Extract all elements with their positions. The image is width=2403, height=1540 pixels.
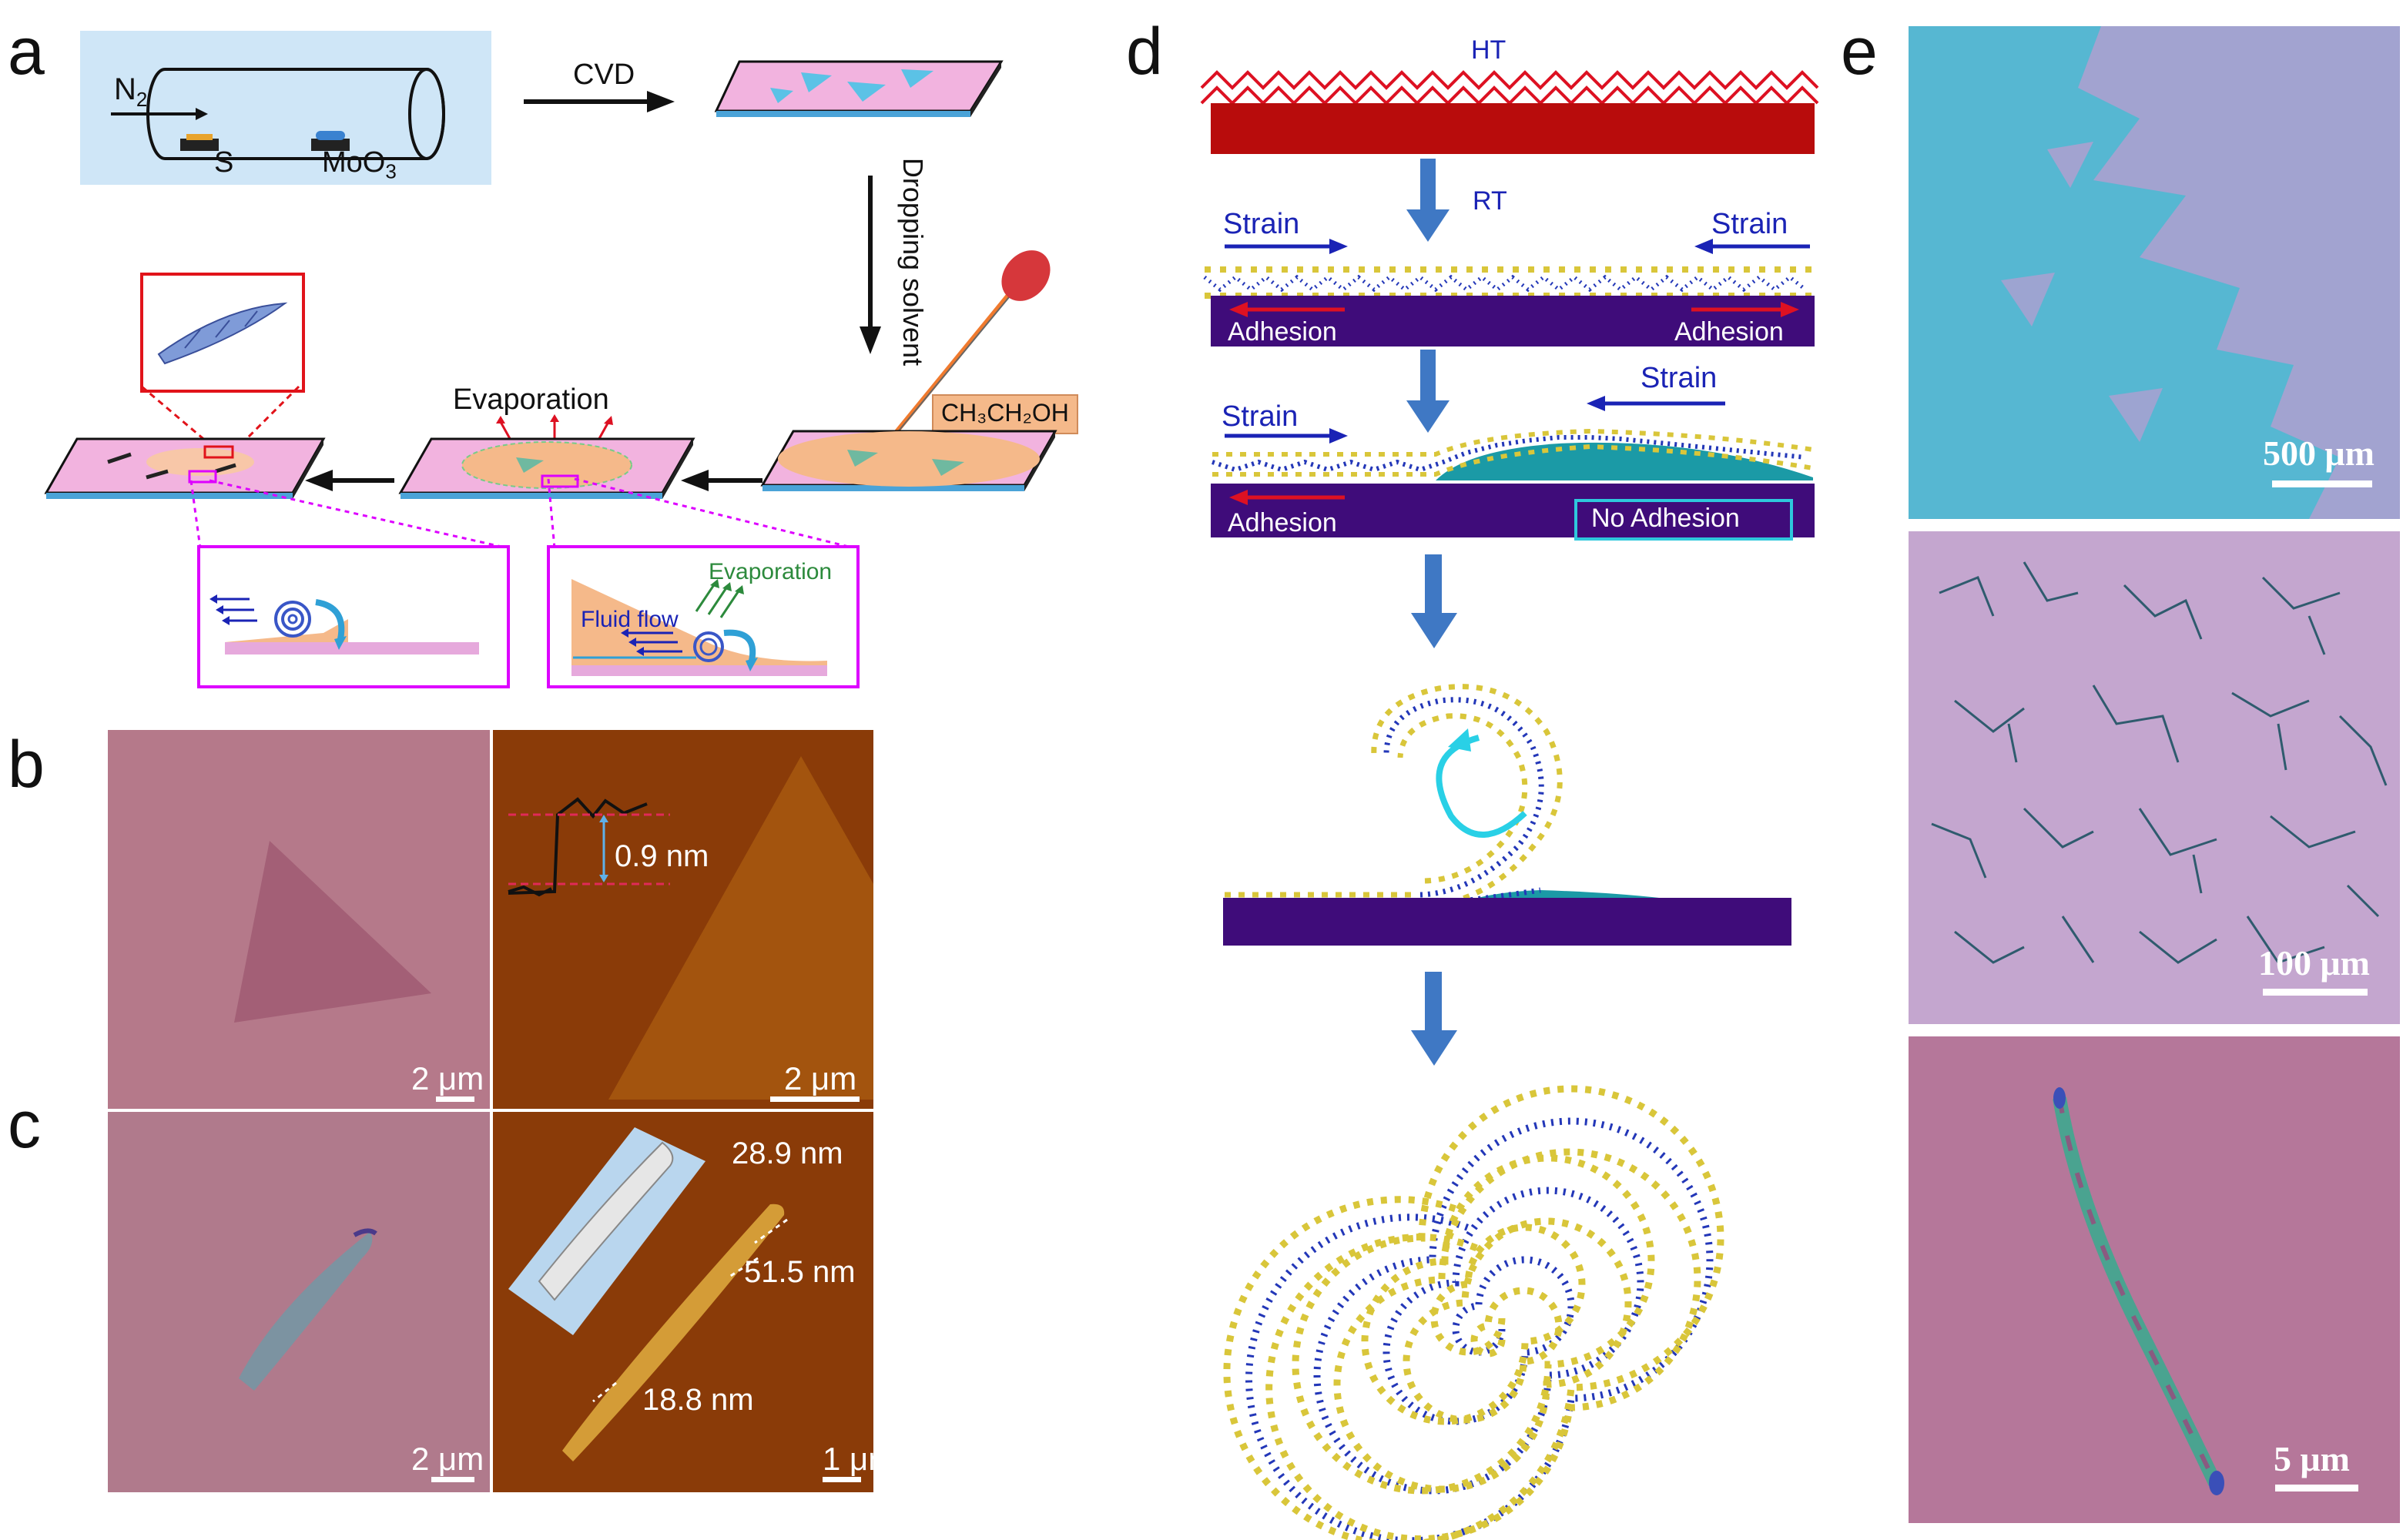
inset-connectors [189, 477, 856, 550]
sulfur-label: S [214, 146, 234, 179]
width-label-bottom: 18.8 nm [642, 1383, 754, 1417]
panel-label-c: c [8, 1088, 41, 1162]
no-adhesion-box [1574, 499, 1793, 541]
adhesion-left-label-1: Adhesion [1228, 317, 1337, 346]
substrate-evaporating-middle [398, 437, 695, 499]
b-right-scale-label: 2 μm [784, 1060, 857, 1096]
zoom-dashed-lines [141, 385, 300, 448]
nanoscroll-zoom-drawing [157, 302, 288, 365]
d-arrow-1 [1406, 159, 1450, 242]
adhesion-arrow-2 [1229, 490, 1345, 505]
inset-rolling-box [197, 545, 510, 688]
e-scale-bar-2 [2263, 989, 2368, 996]
e-scale-bar-3 [2275, 1485, 2358, 1491]
substrate-rolled-left [44, 437, 326, 499]
optical-image-scrolls [1909, 531, 2400, 1024]
rt-substrate-bar [1211, 296, 1815, 346]
optical-image-scroll [108, 1112, 490, 1492]
panel-label-a: a [8, 15, 45, 89]
substrate-droplet-right [760, 430, 1057, 491]
e-scale-label-3: 5 μm [2274, 1439, 2350, 1478]
stage3-lattice-and-droplet [1212, 428, 1814, 480]
e-scale-label-2: 100 μm [2258, 943, 2370, 983]
moo3-label: MoO3 [322, 146, 397, 183]
curl-substrate-bar [1223, 898, 1791, 946]
c-left-scale-bar [431, 1477, 474, 1482]
cvd-label: CVD [573, 59, 635, 91]
adhesion-right-label-1: Adhesion [1674, 317, 1784, 346]
furnace-tube-drawing [111, 68, 445, 160]
strain-left-label-1: Strain [1223, 208, 1300, 240]
afm-image-triangle [493, 730, 873, 1109]
arrow-left-2 [305, 470, 394, 491]
strain-right-label-1: Strain [1711, 208, 1788, 240]
rt-lattice [1203, 266, 1818, 299]
grown-substrate [714, 60, 1004, 117]
adhesion-arrows-1 [1229, 302, 1799, 317]
afm-image-scroll [493, 1112, 873, 1492]
optical-image-triangle [108, 730, 490, 1109]
b-right-scale-bar [770, 1096, 860, 1102]
nanoscroll-spiral [1223, 1085, 1724, 1540]
n2-label: N2 [114, 72, 148, 111]
fluid-flow-label: Fluid flow [581, 607, 679, 632]
e-scale-label-1: 500 μm [2263, 434, 2375, 473]
optical-image-single-scroll [1909, 1036, 2400, 1523]
width-label-middle: 51.5 nm [744, 1255, 856, 1289]
panel-label-e: e [1841, 15, 1878, 89]
rt-label: RT [1473, 186, 1507, 216]
width-label-top: 28.9 nm [732, 1137, 843, 1170]
evaporation-label: Evaporation [453, 383, 609, 416]
thickness-label: 0.9 nm [615, 839, 709, 873]
panel-label-b: b [8, 728, 45, 802]
adhesion-left-label-2: Adhesion [1228, 508, 1337, 537]
arrow-left-1 [681, 470, 762, 491]
ht-label: HT [1471, 35, 1506, 65]
c-right-scale-bar [823, 1477, 861, 1482]
ethanol-label: CH₃CH₂OH [941, 399, 1069, 427]
panel-label-d: d [1126, 15, 1163, 89]
strain-arrows-1 [1225, 239, 1810, 254]
strain-arrows-2 [1225, 396, 1725, 444]
b-left-scale-label: 2 μm [411, 1060, 484, 1096]
strain-right-label-2: Strain [1641, 362, 1718, 394]
strain-left-label-2: Strain [1222, 400, 1299, 433]
cvd-arrow [524, 91, 675, 112]
b-left-scale-bar [436, 1096, 474, 1102]
e-scale-bar-1 [2272, 480, 2372, 487]
dropping-arrow [860, 176, 881, 354]
d-arrow-3 [1411, 554, 1457, 648]
stage3-substrate-bar [1211, 484, 1815, 537]
inset-rolling-drawing [209, 594, 479, 654]
ht-substrate-bar [1211, 103, 1815, 154]
inset-evaporation-label: Evaporation [709, 559, 833, 584]
d-arrow-2 [1406, 350, 1450, 433]
no-adhesion-label: No Adhesion [1591, 504, 1740, 533]
ethanol-box [932, 394, 1078, 434]
c-right-scale-label: 1 μm [823, 1441, 896, 1477]
inset-fluid-drawing [571, 579, 827, 676]
c-left-scale-label: 2 μm [411, 1441, 484, 1477]
d-arrow-4 [1411, 972, 1457, 1066]
optical-image-large-area [1909, 26, 2400, 519]
